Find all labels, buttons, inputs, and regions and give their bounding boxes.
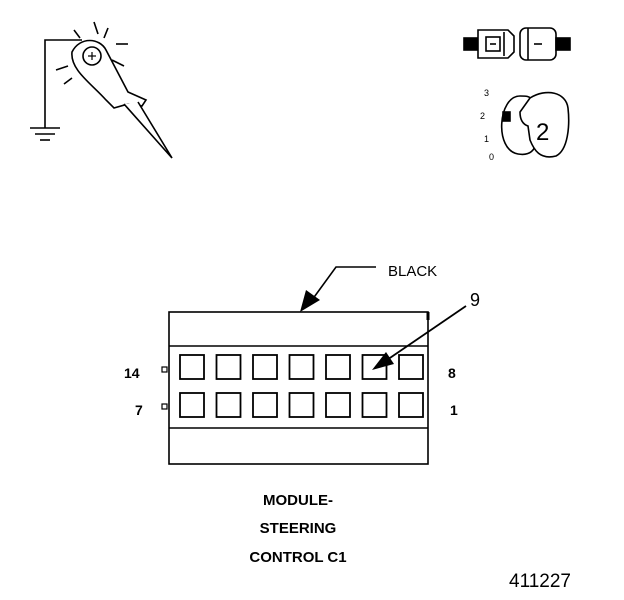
pin-label-7: 7 — [135, 402, 143, 418]
connector-face — [161, 311, 430, 465]
connector-cavity — [398, 354, 424, 380]
connector-cavity — [361, 392, 388, 418]
pin-label-1: 1 — [450, 402, 458, 418]
ignition-position-1: 1 — [484, 134, 489, 144]
connector-color-label: BLACK — [388, 263, 437, 280]
connector-cavity — [252, 392, 278, 418]
ignition-position-3: 3 — [484, 88, 489, 98]
connector-disconnect-icon — [463, 27, 571, 61]
ignition-selected-position: 2 — [536, 119, 549, 146]
connector-cavity — [179, 392, 205, 418]
ignition-key-icon: 3 2 1 0 2 — [480, 88, 570, 162]
pin-label-14: 14 — [124, 365, 140, 381]
connector-cavity — [288, 354, 315, 380]
connector-cavity — [215, 354, 242, 380]
ignition-position-2: 2 — [480, 111, 485, 121]
pin-label-8: 8 — [448, 365, 456, 381]
ignition-position-0: 0 — [489, 152, 494, 162]
title-line-1: MODULE- — [263, 492, 333, 509]
pointer-pin-number: 9 — [470, 290, 480, 310]
title-line-3: CONTROL C1 — [249, 549, 346, 566]
connector-cavity — [252, 354, 278, 380]
title-line-2: STEERING — [260, 520, 337, 537]
figure-number: 411227 — [509, 571, 571, 592]
connector-cavity — [325, 392, 351, 418]
connector-cavity — [215, 392, 242, 418]
connector-cavity — [398, 392, 424, 418]
pin-7-marker — [161, 403, 168, 410]
pin-14-marker — [161, 366, 168, 373]
connector-cavity — [179, 354, 205, 380]
connector-cavity — [325, 354, 351, 380]
pin-9-pointer-arrow — [372, 305, 467, 370]
test-light-ground-icon — [30, 21, 173, 159]
color-leader-arrow — [300, 266, 376, 312]
connector-cavity — [288, 392, 315, 418]
